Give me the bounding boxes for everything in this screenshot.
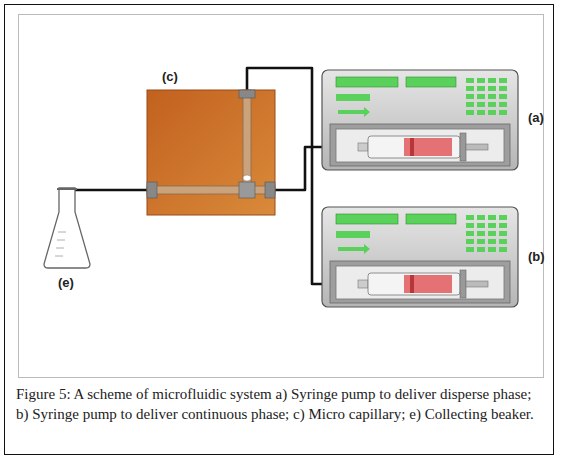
collecting-beaker: (e): [42, 186, 92, 270]
syringe-pump-outline: [318, 205, 522, 310]
callout-letter: (b): [528, 249, 545, 264]
figure-caption: Figure 5: A scheme of microfluidic syste…: [16, 384, 546, 424]
micro-capillary: (c): [147, 90, 275, 215]
collecting-beaker-outline: [42, 186, 92, 270]
callout-letter: (e): [58, 275, 74, 290]
micro-capillary-outline: [147, 90, 275, 215]
syringe-pump: (b): [318, 205, 522, 310]
callout-letter: (c): [162, 69, 178, 84]
syringe-pump-outline: [318, 68, 522, 173]
callout-letter: (a): [528, 110, 544, 125]
tubing: [67, 188, 147, 190]
syringe-pump: (a): [318, 68, 522, 173]
